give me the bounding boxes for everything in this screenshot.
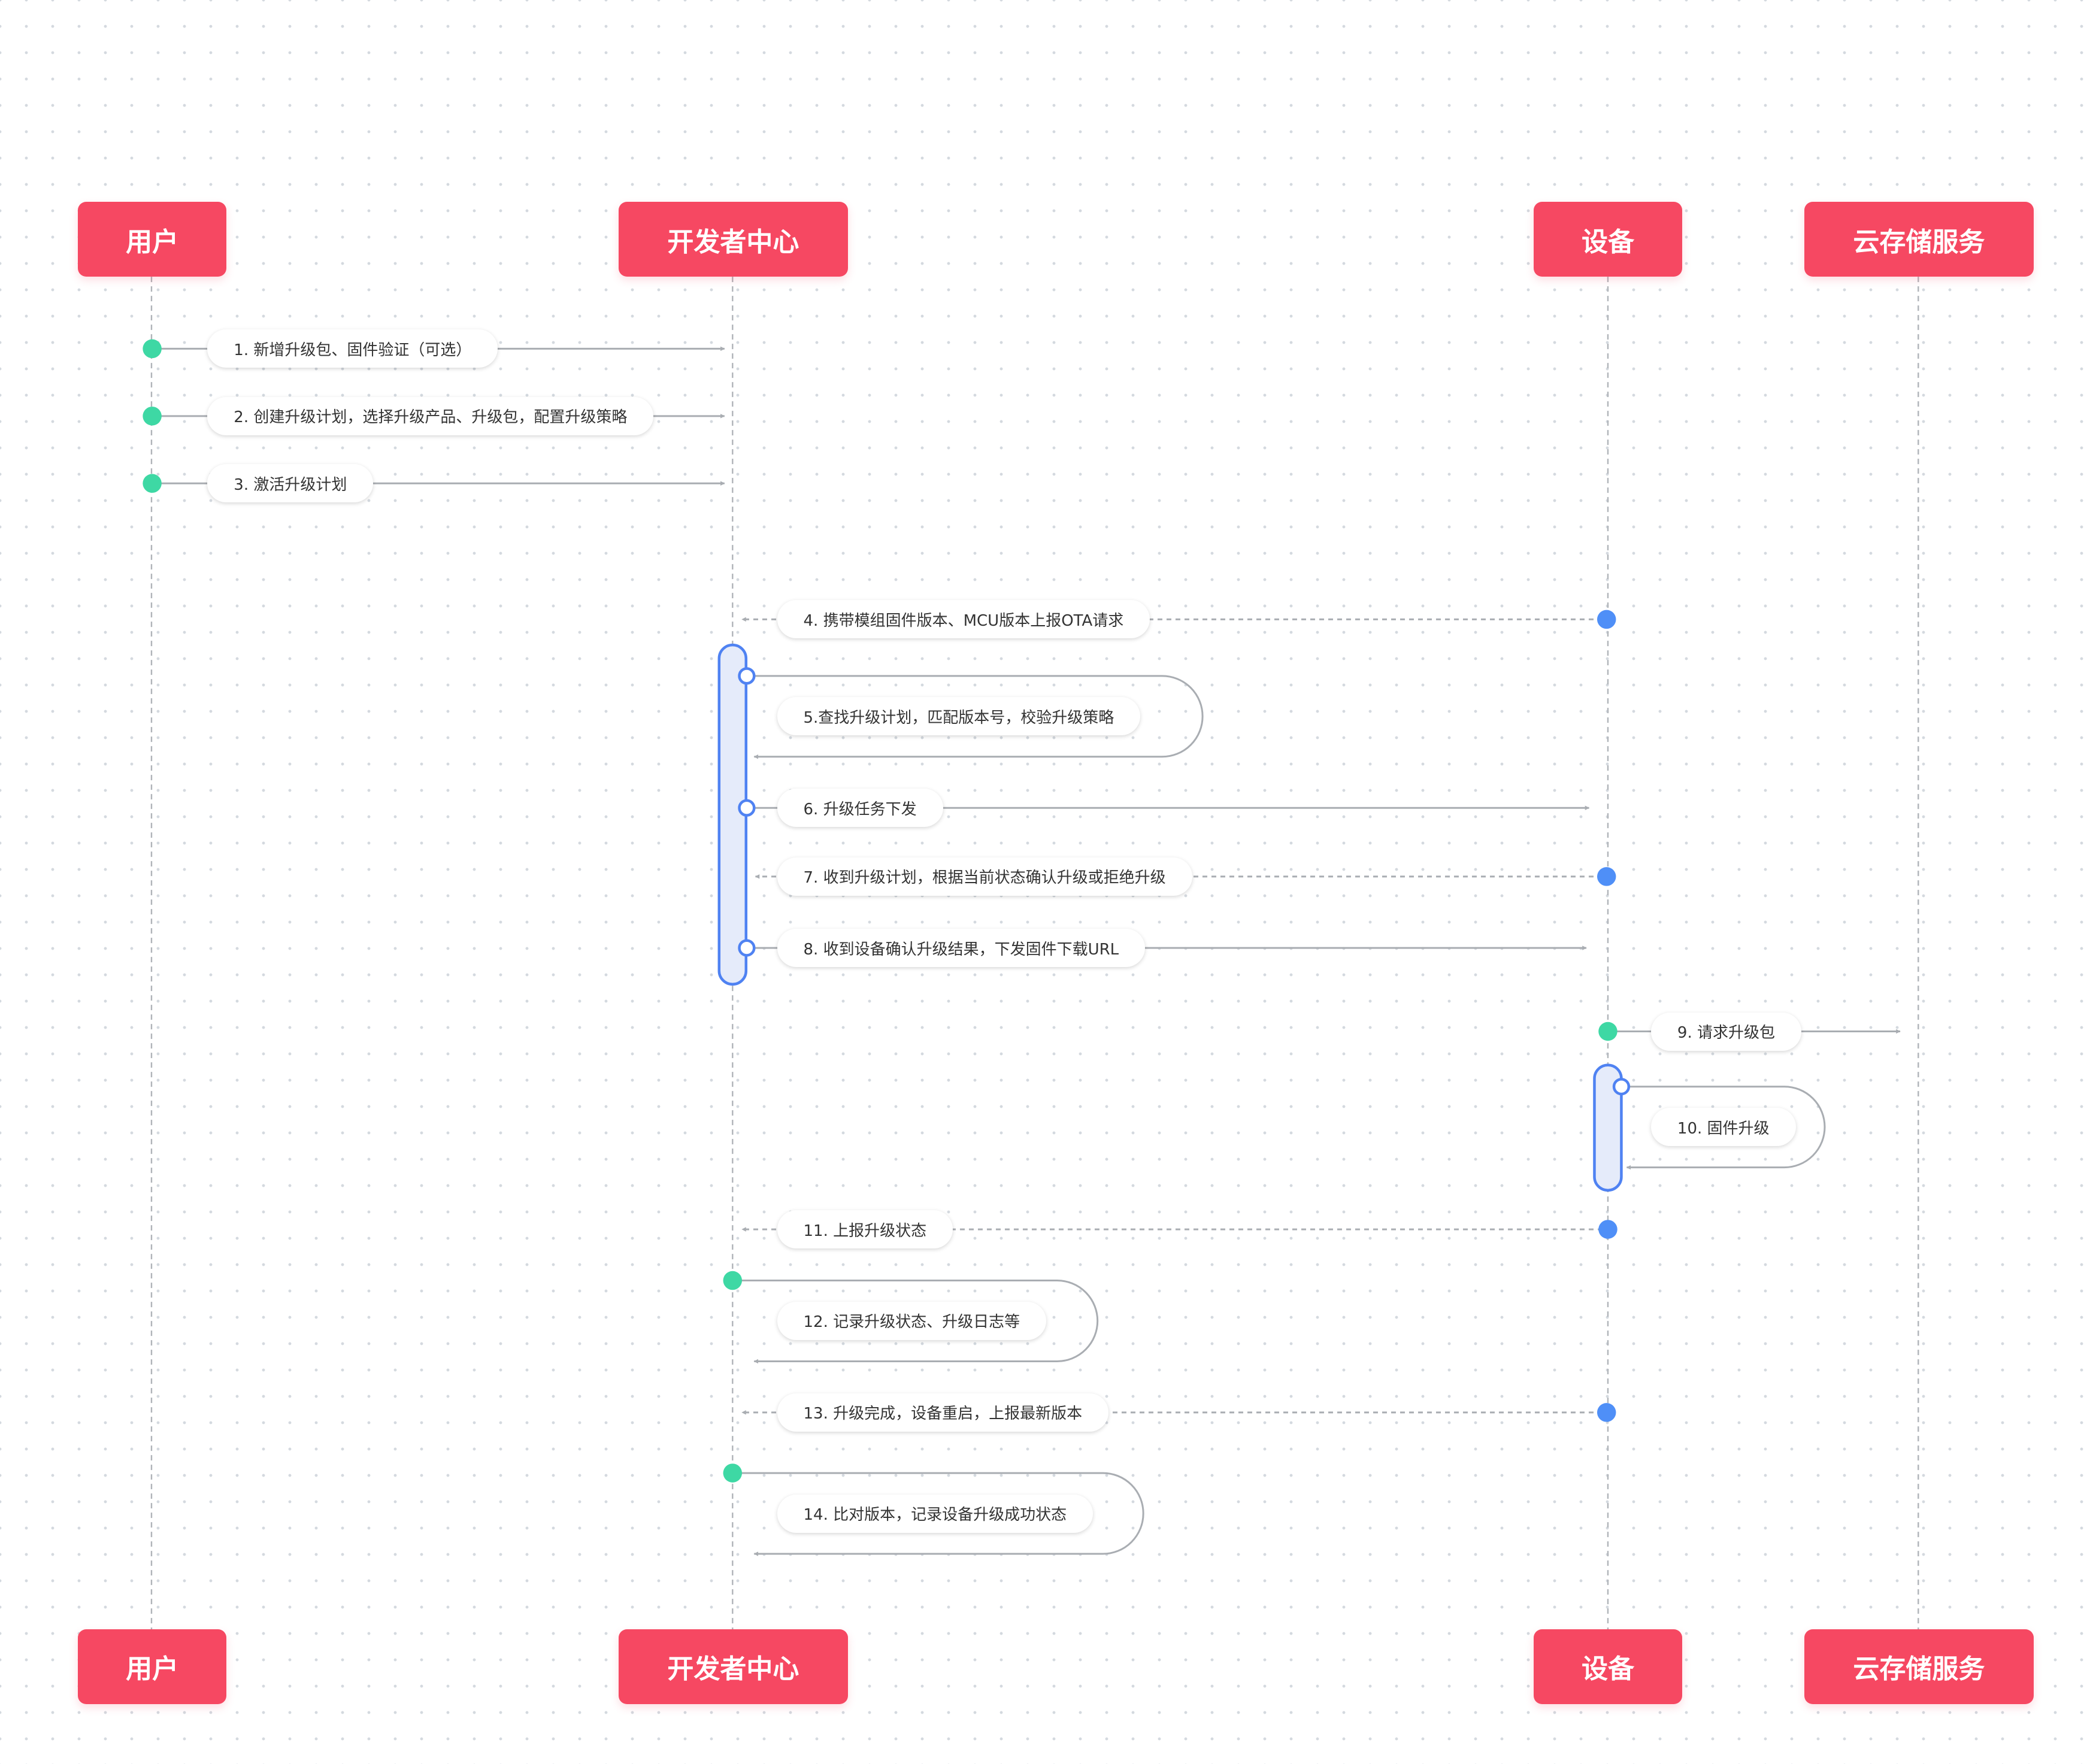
message-6-label: 6. 升级任务下发	[777, 789, 943, 828]
participant-devcenter-bottom: 开发者中心	[619, 1629, 848, 1704]
message-10-self-arrow	[1621, 1086, 1825, 1170]
message-11-start-dot	[1598, 1220, 1618, 1239]
message-2-start-dot	[143, 407, 162, 426]
message-5-start-ring	[738, 667, 756, 685]
participant-user-bottom: 用户	[78, 1629, 226, 1704]
message-10-start-ring	[1612, 1078, 1631, 1096]
message-5-label: 5.查找升级计划，匹配版本号，校验升级策略	[777, 697, 1141, 736]
message-14-self-arrow	[732, 1472, 1144, 1556]
message-14-start-dot	[723, 1463, 743, 1483]
message-10-label: 10. 固件升级	[1650, 1108, 1796, 1147]
message-12-self-arrow	[732, 1280, 1099, 1364]
message-5-self-arrow	[747, 675, 1204, 759]
message-14-label: 14. 比对版本，记录设备升级成功状态	[777, 1494, 1094, 1533]
participant-storage-bottom: 云存储服务	[1804, 1629, 2034, 1704]
message-3-label: 3. 激活升级计划	[207, 464, 374, 503]
participant-devcenter-top: 开发者中心	[619, 202, 848, 277]
message-13-start-dot	[1597, 1403, 1616, 1422]
message-3-start-dot	[143, 474, 162, 493]
message-11-label: 11. 上报升级状态	[777, 1210, 953, 1249]
message-12-label: 12. 记录升级状态、升级日志等	[777, 1301, 1047, 1340]
participant-device-bottom: 设备	[1534, 1629, 1682, 1704]
message-9-label: 9. 请求升级包	[1650, 1012, 1801, 1051]
message-8-label: 8. 收到设备确认升级结果，下发固件下载URL	[777, 929, 1146, 968]
message-7-start-dot	[1597, 867, 1616, 886]
message-12-start-dot	[723, 1271, 743, 1290]
activation-bar-device	[1593, 1063, 1623, 1192]
message-1-start-dot	[143, 339, 162, 359]
participant-device-top: 设备	[1534, 202, 1682, 277]
message-4-label: 4. 携带模组固件版本、MCU版本上报OTA请求	[777, 600, 1150, 639]
message-6-start-ring	[738, 799, 756, 817]
message-9-start-dot	[1598, 1022, 1618, 1041]
message-2-label: 2. 创建升级计划，选择升级产品、升级包，配置升级策略	[207, 396, 654, 435]
message-1-label: 1. 新增升级包、固件验证（可选）	[207, 329, 498, 368]
participant-storage-top: 云存储服务	[1804, 202, 2034, 277]
message-7-label: 7. 收到升级计划，根据当前状态确认升级或拒绝升级	[777, 857, 1192, 896]
message-8-start-ring	[738, 939, 756, 957]
message-13-label: 13. 升级完成，设备重启，上报最新版本	[777, 1393, 1109, 1432]
message-4-start-dot	[1597, 610, 1616, 629]
participant-user-top: 用户	[78, 202, 226, 277]
